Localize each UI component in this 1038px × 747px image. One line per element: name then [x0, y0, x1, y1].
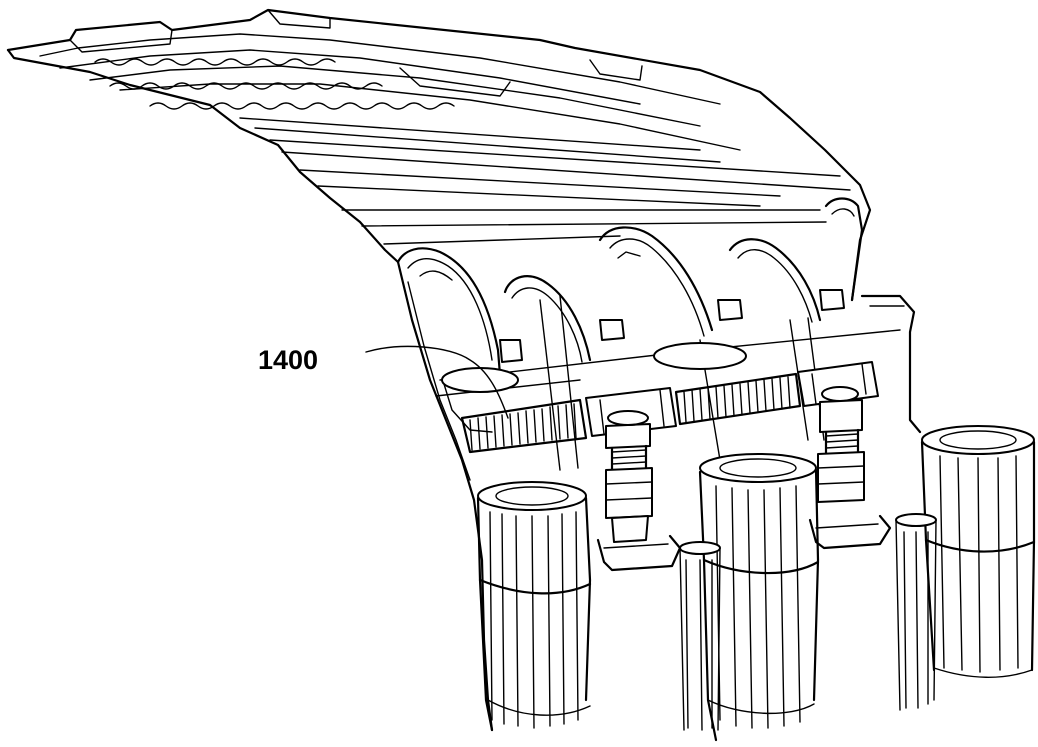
top-tray-plate	[6, 8, 872, 302]
coil-spring-left	[460, 398, 588, 454]
canister-middle	[698, 453, 820, 742]
canister-left	[476, 481, 592, 732]
collar-right	[895, 513, 937, 711]
bracket-left	[596, 534, 682, 572]
rib-arches	[396, 197, 864, 377]
reference-1400: 1400	[258, 345, 509, 419]
tee-connector-left	[585, 387, 677, 543]
bracket-right	[808, 514, 892, 550]
tee-connector-right	[797, 361, 879, 503]
reference-numeral-1400: 1400	[258, 345, 318, 375]
oval-pad-left	[441, 367, 519, 433]
leader-line-1400	[365, 345, 509, 419]
collar-left	[679, 541, 721, 731]
canister-right	[920, 425, 1036, 678]
coil-spring-right	[674, 372, 802, 426]
oval-pad-middle	[653, 342, 747, 370]
